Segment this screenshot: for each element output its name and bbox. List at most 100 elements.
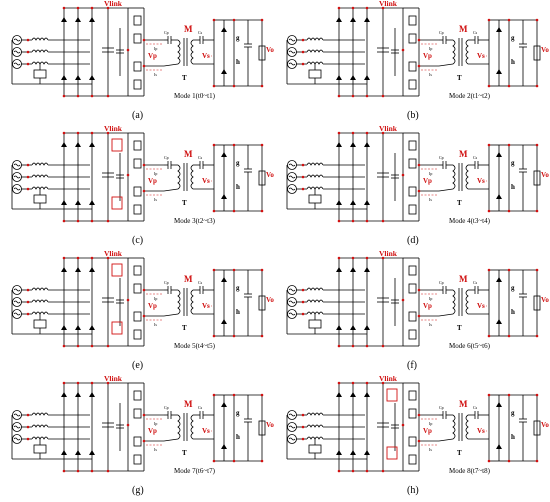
- is-label: Is: [429, 322, 432, 327]
- is-label: Is: [154, 447, 157, 452]
- transformer-t-label: T: [457, 324, 462, 332]
- is-label: Is: [429, 72, 432, 77]
- node-h-label: h: [236, 183, 240, 191]
- node-g-label: g: [511, 159, 515, 167]
- ip-label: Ip: [154, 296, 157, 301]
- vlink-label: Vlink: [379, 124, 398, 133]
- node-h-label: h: [511, 183, 515, 191]
- highlight-cap-top: [111, 138, 123, 152]
- cp-label: Cp: [439, 280, 444, 285]
- panel-label: (c): [132, 235, 143, 246]
- node-h-label: h: [236, 308, 240, 316]
- vp-label: Vp: [148, 427, 157, 435]
- highlight-cap-bottom: [386, 446, 398, 460]
- vs-label: Vs: [477, 427, 485, 435]
- is-label: Is: [154, 72, 157, 77]
- transformer-m-label: M: [184, 274, 193, 284]
- transformer-t-label: T: [457, 74, 462, 82]
- ip-label: Ip: [154, 46, 157, 51]
- panel-label: (h): [407, 485, 419, 496]
- mode-caption: Mode 3(t2~t3): [174, 217, 216, 225]
- mode-caption: Mode 8(t7~t8): [449, 467, 491, 475]
- vs-label: Vs: [477, 52, 485, 60]
- highlight-cap-bottom: [111, 321, 123, 335]
- transformer-m-label: M: [459, 149, 468, 159]
- vs-label: Vs: [202, 52, 210, 60]
- cs-label: Cs: [198, 280, 203, 285]
- vs-label: Vs: [202, 427, 210, 435]
- vlink-label: Vlink: [104, 0, 123, 8]
- vp-label: Vp: [423, 302, 432, 310]
- circuit-f: [286, 256, 541, 348]
- panel-label: (d): [407, 235, 419, 246]
- vs-label: Vs: [477, 302, 485, 310]
- cp-label: Cp: [164, 155, 169, 160]
- cp-label: Cp: [164, 30, 169, 35]
- ip-label: Ip: [154, 421, 157, 426]
- panel-label: (e): [132, 360, 143, 371]
- node-g-label: g: [236, 34, 240, 42]
- node-h-label: h: [236, 58, 240, 66]
- cs-label: Cs: [473, 280, 478, 285]
- transformer-m-label: M: [459, 274, 468, 284]
- vo-label: Vo: [541, 421, 549, 429]
- mode-caption: Mode 1(t0~t1): [174, 92, 216, 100]
- circuit-c: [11, 131, 266, 223]
- node-g-label: g: [511, 284, 515, 292]
- vlink-label: Vlink: [104, 374, 123, 383]
- transformer-t-label: T: [182, 74, 187, 82]
- is-label: Is: [429, 447, 432, 452]
- cp-label: Cp: [164, 405, 169, 410]
- cs-label: Cs: [473, 30, 478, 35]
- vs-label: Vs: [477, 177, 485, 185]
- node-g-label: g: [511, 34, 515, 42]
- node-g-label: g: [236, 159, 240, 167]
- mode-caption: Mode 4(t3~t4): [449, 217, 491, 225]
- highlight-cap-top: [111, 263, 123, 277]
- ip-label: Ip: [429, 421, 432, 426]
- node-h-label: h: [236, 433, 240, 441]
- transformer-m-label: M: [184, 399, 193, 409]
- transformer-m-label: M: [459, 24, 468, 34]
- node-h-label: h: [511, 308, 515, 316]
- ip-label: Ip: [429, 296, 432, 301]
- mode-caption: Mode 7(t6~t7): [174, 467, 216, 475]
- transformer-t-label: T: [182, 324, 187, 332]
- vlink-label: Vlink: [379, 0, 398, 8]
- transformer-t-label: T: [182, 449, 187, 457]
- transformer-t-label: T: [457, 199, 462, 207]
- panel-label: (b): [407, 110, 419, 121]
- transformer-t-label: T: [182, 199, 187, 207]
- mode-caption: Mode 6(t5~t6): [449, 342, 491, 350]
- vp-label: Vp: [148, 302, 157, 310]
- cs-label: Cs: [473, 155, 478, 160]
- cs-label: Cs: [198, 405, 203, 410]
- circuit-e: [11, 256, 266, 348]
- cs-label: Cs: [198, 30, 203, 35]
- transformer-m-label: M: [459, 399, 468, 409]
- mode-caption: Mode 2(t1~t2): [449, 92, 491, 100]
- circuit-g: [11, 381, 266, 473]
- transformer-m-label: M: [184, 149, 193, 159]
- cp-label: Cp: [439, 155, 444, 160]
- vo-label: Vo: [541, 171, 549, 179]
- vo-label: Vo: [266, 296, 274, 304]
- panel-label: (f): [407, 360, 417, 371]
- highlight-cap-top: [386, 388, 398, 402]
- ip-label: Ip: [154, 171, 157, 176]
- is-label: Is: [154, 197, 157, 202]
- panel-label: (g): [132, 485, 144, 496]
- vp-label: Vp: [423, 52, 432, 60]
- vs-label: Vs: [202, 302, 210, 310]
- vlink-label: Vlink: [379, 374, 398, 383]
- node-g-label: g: [236, 409, 240, 417]
- ip-label: Ip: [429, 171, 432, 176]
- node-g-label: g: [511, 409, 515, 417]
- transformer-m-label: M: [184, 24, 193, 34]
